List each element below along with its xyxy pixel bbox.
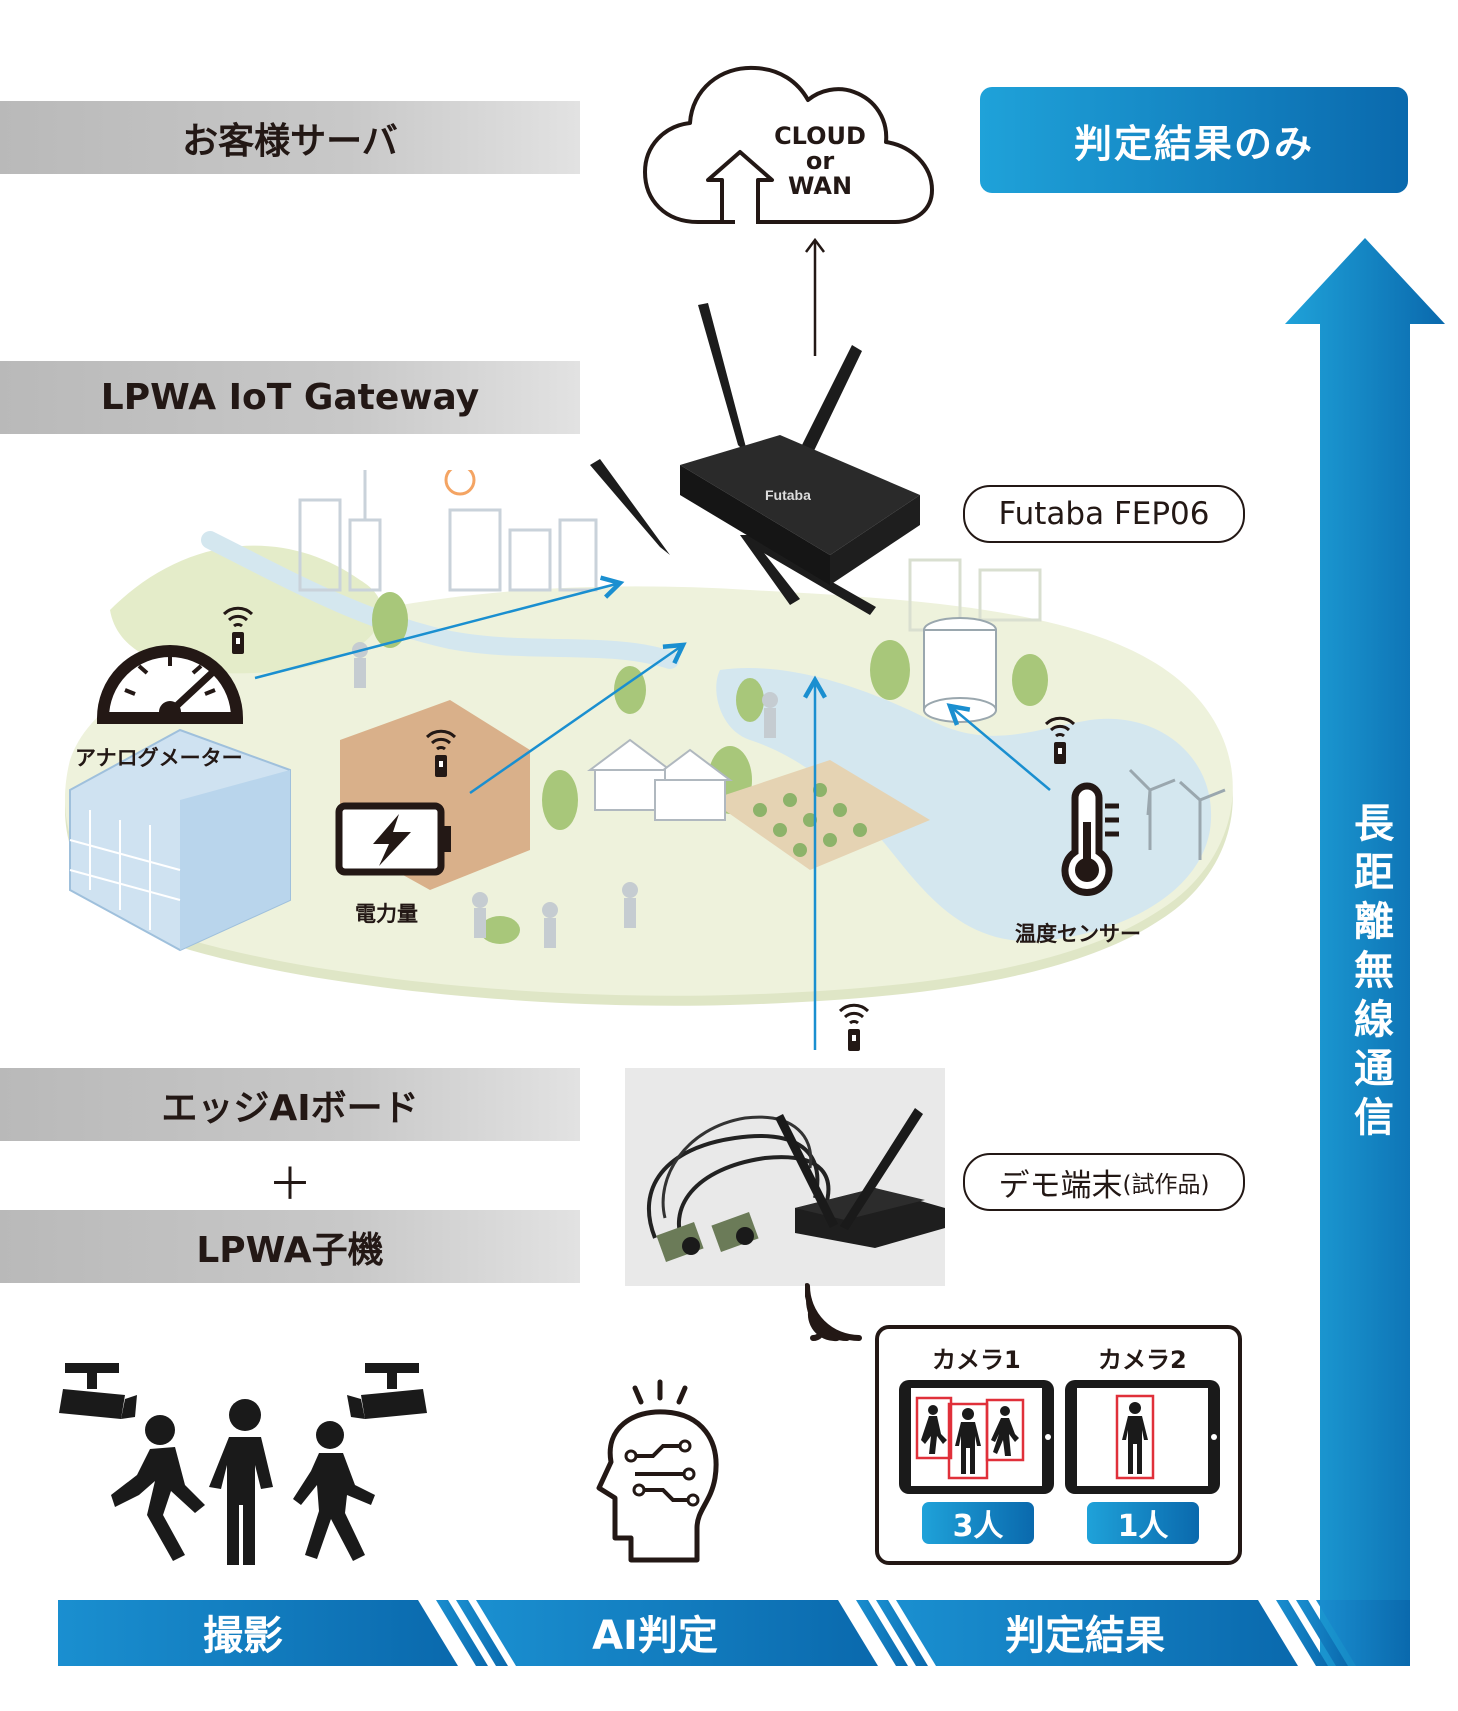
svg-text:Futaba: Futaba [765, 487, 811, 503]
plus-sign: ＋ [268, 1159, 312, 1210]
signal-icon [425, 729, 457, 777]
step-ai-judgement: AI判定 [592, 1613, 718, 1659]
camera-tablets [899, 1380, 1220, 1494]
lpwa-child-label: LPWA子機 [0, 1210, 580, 1283]
long-range-char: 長 [1354, 801, 1394, 847]
edge-ai-board-label: エッジAIボード [0, 1068, 580, 1141]
long-range-char: 通 [1354, 1046, 1394, 1092]
long-range-arrow [1285, 238, 1445, 1666]
long-range-text: 長 距 離 無 線 通 信 [1352, 800, 1396, 1143]
step-filming: 撮影 [203, 1613, 283, 1659]
camera-2-label: カメラ2 [1098, 1346, 1187, 1374]
up-arrow-to-cloud [805, 237, 825, 356]
demo-device-callout: デモ端末(試作品) [963, 1153, 1245, 1211]
temperature-label: 温度センサー [1015, 922, 1141, 946]
broadcast-signal-icon [805, 1283, 862, 1342]
filming-illustration [59, 1363, 427, 1565]
step-bar [58, 1600, 1410, 1666]
cloud-line-3: WAN [787, 172, 853, 200]
gateway-device-callout: Futaba FEP06 [963, 485, 1245, 543]
camera-1-count-badge: 3人 [922, 1502, 1034, 1544]
analog-meter-label: アナログメーター [75, 746, 243, 770]
city-illustration [65, 470, 1233, 1006]
gateway-label: LPWA IoT Gateway [0, 361, 580, 434]
step-result: 判定結果 [1005, 1613, 1165, 1659]
gateway-device-image: Futaba [590, 303, 920, 615]
cloud-line-1: CLOUD [774, 122, 866, 150]
analog-meter-icon [96, 645, 244, 724]
thermometer-icon [1061, 782, 1119, 896]
demo-device-photo [625, 1068, 945, 1286]
result-panel [875, 1325, 1242, 1565]
camera-2-count-badge: 1人 [1087, 1502, 1199, 1544]
long-range-char: 線 [1354, 997, 1394, 1043]
sensor-flow-arrows [254, 575, 1051, 1050]
long-range-char: 無 [1354, 948, 1394, 994]
battery-icon [335, 802, 451, 876]
demo-device-name: デモ端末 [998, 1167, 1123, 1204]
cloud-line-2: or [805, 147, 835, 175]
long-range-char: 信 [1354, 1095, 1394, 1141]
camera-1-label: カメラ1 [932, 1346, 1021, 1374]
demo-device-note: (試作品) [1122, 1172, 1210, 1198]
power-label: 電力量 [355, 902, 418, 926]
cloud-icon [643, 65, 934, 224]
long-range-char: 距 [1354, 850, 1394, 896]
customer-server-label: お客様サーバ [0, 101, 580, 174]
ai-head-icon [596, 1379, 719, 1563]
result-only-box: 判定結果のみ [980, 87, 1408, 193]
signal-icon [1044, 716, 1076, 764]
cloud-label: CLOUD or WAN [765, 124, 875, 199]
long-range-char: 離 [1354, 899, 1394, 945]
signal-icon [838, 1003, 870, 1051]
signal-icon [222, 606, 254, 654]
